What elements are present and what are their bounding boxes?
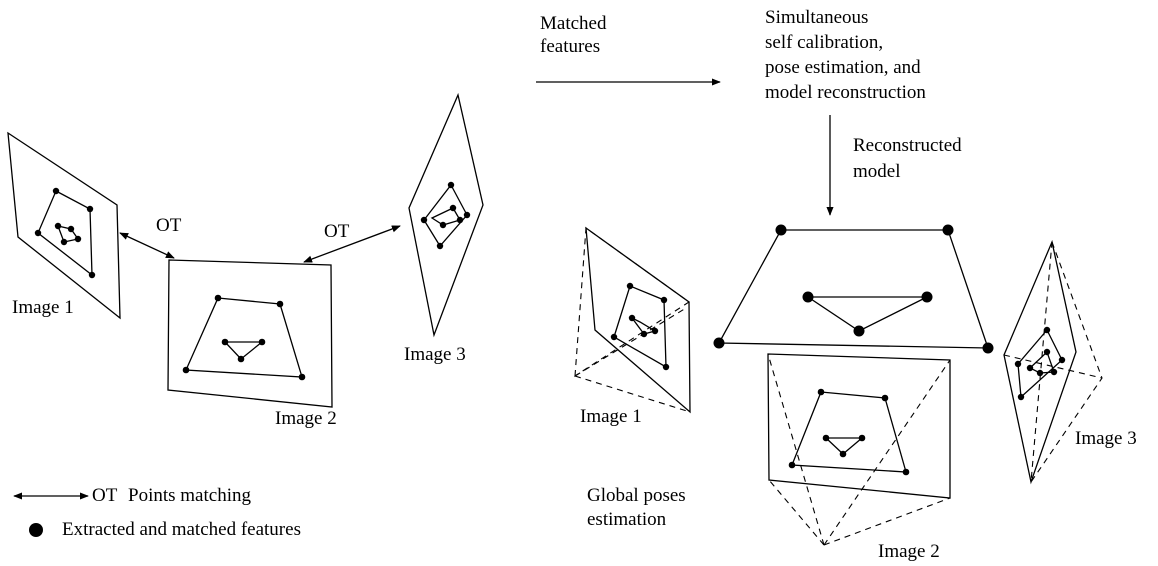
ot-label-1: OT	[156, 215, 182, 236]
legend-ot-symbol: OT	[92, 485, 118, 506]
left-image2-label: Image 2	[275, 408, 337, 429]
right-image3-label: Image 3	[1075, 428, 1137, 449]
process-line1: Simultaneous	[765, 7, 869, 28]
legend-feature-dot	[29, 523, 43, 537]
process-line3: pose estimation, and	[765, 57, 921, 78]
matched-features-line1: Matched	[540, 13, 607, 34]
left-image3-label: Image 3	[404, 344, 466, 365]
left-image2	[167, 259, 333, 408]
matched-features-line2: features	[540, 36, 601, 57]
left-image1-label: Image 1	[12, 297, 74, 318]
global-poses-line2: estimation	[587, 509, 667, 530]
legend-ot-text: Points matching	[128, 485, 251, 506]
right-image2	[767, 353, 951, 546]
left-image1	[7, 131, 121, 320]
global-poses-line1: Global poses	[587, 485, 686, 506]
ot-arrow-1	[119, 232, 175, 259]
right-image1-label: Image 1	[580, 406, 642, 427]
left-image3	[408, 92, 484, 338]
process-line4: model reconstruction	[765, 82, 926, 103]
legend-dot-text: Extracted and matched features	[62, 519, 301, 540]
ot-arrow-2	[303, 225, 401, 263]
right-image1	[574, 226, 691, 414]
reconstructed-model-line1: Reconstructed	[853, 135, 962, 156]
reconstructed-model-line2: model	[853, 161, 901, 182]
right-image2-label: Image 2	[878, 541, 940, 562]
reconstructed-model	[713, 224, 994, 354]
right-image3	[1003, 239, 1103, 485]
process-line2: self calibration,	[765, 32, 884, 53]
ot-label-2: OT	[324, 221, 350, 242]
